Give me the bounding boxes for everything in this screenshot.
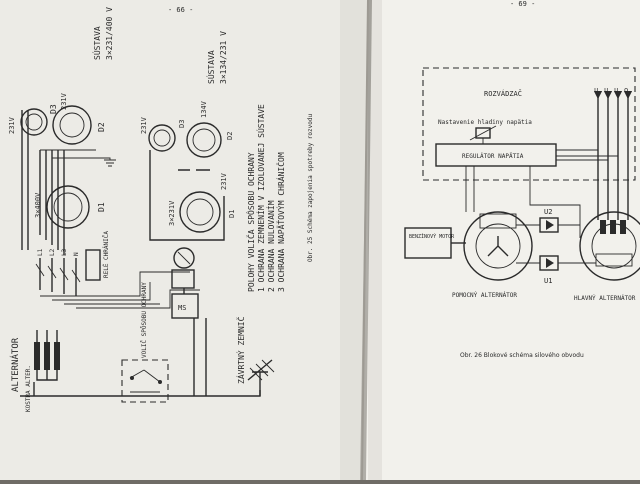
relay-coil [85, 249, 101, 281]
svg-text:o: o [624, 86, 628, 94]
right-page [366, 0, 640, 480]
terminals-block: RELÉ CHRÁNIČA L1 L2 L3 N [35, 231, 200, 309]
legend-protection: POLOHY VOLIČA SPÔSOBU OCHRANY 1 OCHRANA … [245, 104, 286, 292]
label-regulator: REGULÁTOR NAPÄTIA [462, 153, 524, 160]
lamp-indicator [173, 247, 195, 269]
label-pomocny: POMOCNÝ ALTERNÁTOR [452, 292, 517, 299]
label-231v-b: 231V [8, 116, 16, 134]
svg-text:u: u [614, 86, 618, 94]
label-d3: D3 [49, 104, 58, 114]
label-alternator: ALTERNÁTOR [9, 337, 21, 392]
label-kostra-alt: KOSTRA ALTER. [25, 365, 32, 412]
label-nastavenie: Nastavenie hladiny napätia [438, 119, 532, 126]
protection-selector: VOLIČ SPÔSOBU OCHRANY [121, 282, 169, 403]
socket-d1-b [179, 191, 221, 233]
label-rele: RELÉ CHRÁNIČA [102, 231, 110, 278]
label-134v: 134V [200, 100, 208, 118]
main-alternator: HLAVNÝ ALTERNÁTOR [574, 211, 640, 302]
label-hlavny: HLAVNÝ ALTERNÁTOR [574, 295, 636, 302]
rectifier-u2: U2 [516, 208, 580, 233]
label-benzinovy-motor: BENZÍNOVÝ MOTOR [409, 232, 455, 240]
voltage-regulator-box [435, 143, 557, 167]
legend-item-2: 2 OCHRANA NULOVANÍM [265, 200, 276, 292]
rectifier-u1: U1 [516, 255, 596, 285]
ms-box [171, 293, 199, 319]
label-rozvadzac: ROZVÁDZAČ [484, 89, 522, 98]
label-231v-c: 231V [140, 116, 148, 134]
system-a-top: SÚSTAVA 3×231/400 V D2 231V D3 231V D1 3… [8, 7, 116, 255]
label-231v-a: 231V [60, 92, 68, 110]
socket-d1 [46, 185, 90, 229]
label-d2-b: D2 [226, 132, 234, 140]
figure-26-caption: Obr. 26 Blokové schéma silového obvodu [460, 352, 584, 359]
output-arrows: u u u o [593, 86, 633, 220]
system-b: SÚSTAVA 3×134/231 V D3 231V D2 134V D1 3… [140, 31, 236, 396]
figure-25-caption: Obr. 25 Schéma zapojenia spotreby rozvod… [307, 114, 314, 262]
label-sustava-a: SÚSTAVA [91, 26, 102, 60]
svg-text:u: u [594, 86, 598, 94]
label-l1: L1 [37, 248, 44, 256]
figure-25-schematic: - 66 - SÚSTAVA 3×231/400 V D2 231V D3 23… [8, 6, 314, 412]
socket-d3 [20, 108, 48, 136]
label-n: N [73, 252, 80, 256]
label-3x400v: 3×400V [34, 192, 42, 218]
ground-rod: ZÁVRTNÝ ZEMNIČ [235, 316, 275, 396]
legend-item-3: 3 OCHRANA NAPÄŤOVÝM CHRÁNIČOM [275, 152, 286, 292]
label-sustava-a-value: 3×231/400 V [105, 7, 114, 60]
label-u1: U1 [544, 277, 552, 285]
right-page-number: - 69 - [510, 0, 535, 8]
legend-title: POLOHY VOLIČA SPÔSOBU OCHRANY [245, 152, 256, 292]
label-l3: L3 [61, 248, 68, 256]
socket-d3-b [148, 124, 176, 152]
svg-text:u: u [604, 86, 608, 94]
book-gutter [361, 0, 369, 481]
legend-item-1: 1 OCHRANA ZEMNENÍM V IZOLOVANEJ SÚSTAVE [255, 104, 266, 292]
label-l2: L2 [49, 248, 56, 256]
label-d1: D1 [97, 202, 106, 212]
label-volic: VOLIČ SPÔSOBU OCHRANY [141, 282, 148, 358]
label-sustava-b-value: 3×134/231 V [219, 31, 228, 84]
label-zavrtny-zemnic: ZÁVRTNÝ ZEMNIČ [235, 316, 246, 384]
left-page-number: - 66 - [168, 6, 193, 14]
label-d3-b: D3 [178, 120, 186, 128]
switchboard-enclosure [422, 67, 636, 181]
label-d1-b: D1 [228, 210, 236, 218]
socket-d2-b [186, 122, 222, 158]
auxiliary-alternator: POMOCNÝ ALTERNÁTOR [452, 211, 533, 299]
label-231v-d: 231V [220, 172, 228, 190]
label-ms: MS [178, 304, 186, 312]
label-d2: D2 [97, 122, 106, 132]
label-sustava-b: SÚSTAVA [205, 50, 216, 84]
label-u2: U2 [544, 208, 552, 216]
label-3x231v: 3×231V [168, 200, 176, 226]
socket-d2 [52, 105, 92, 145]
figure-26-block-diagram: - 69 - ROZVÁDZAČ u u u o Nastavenie hlad… [404, 0, 640, 359]
